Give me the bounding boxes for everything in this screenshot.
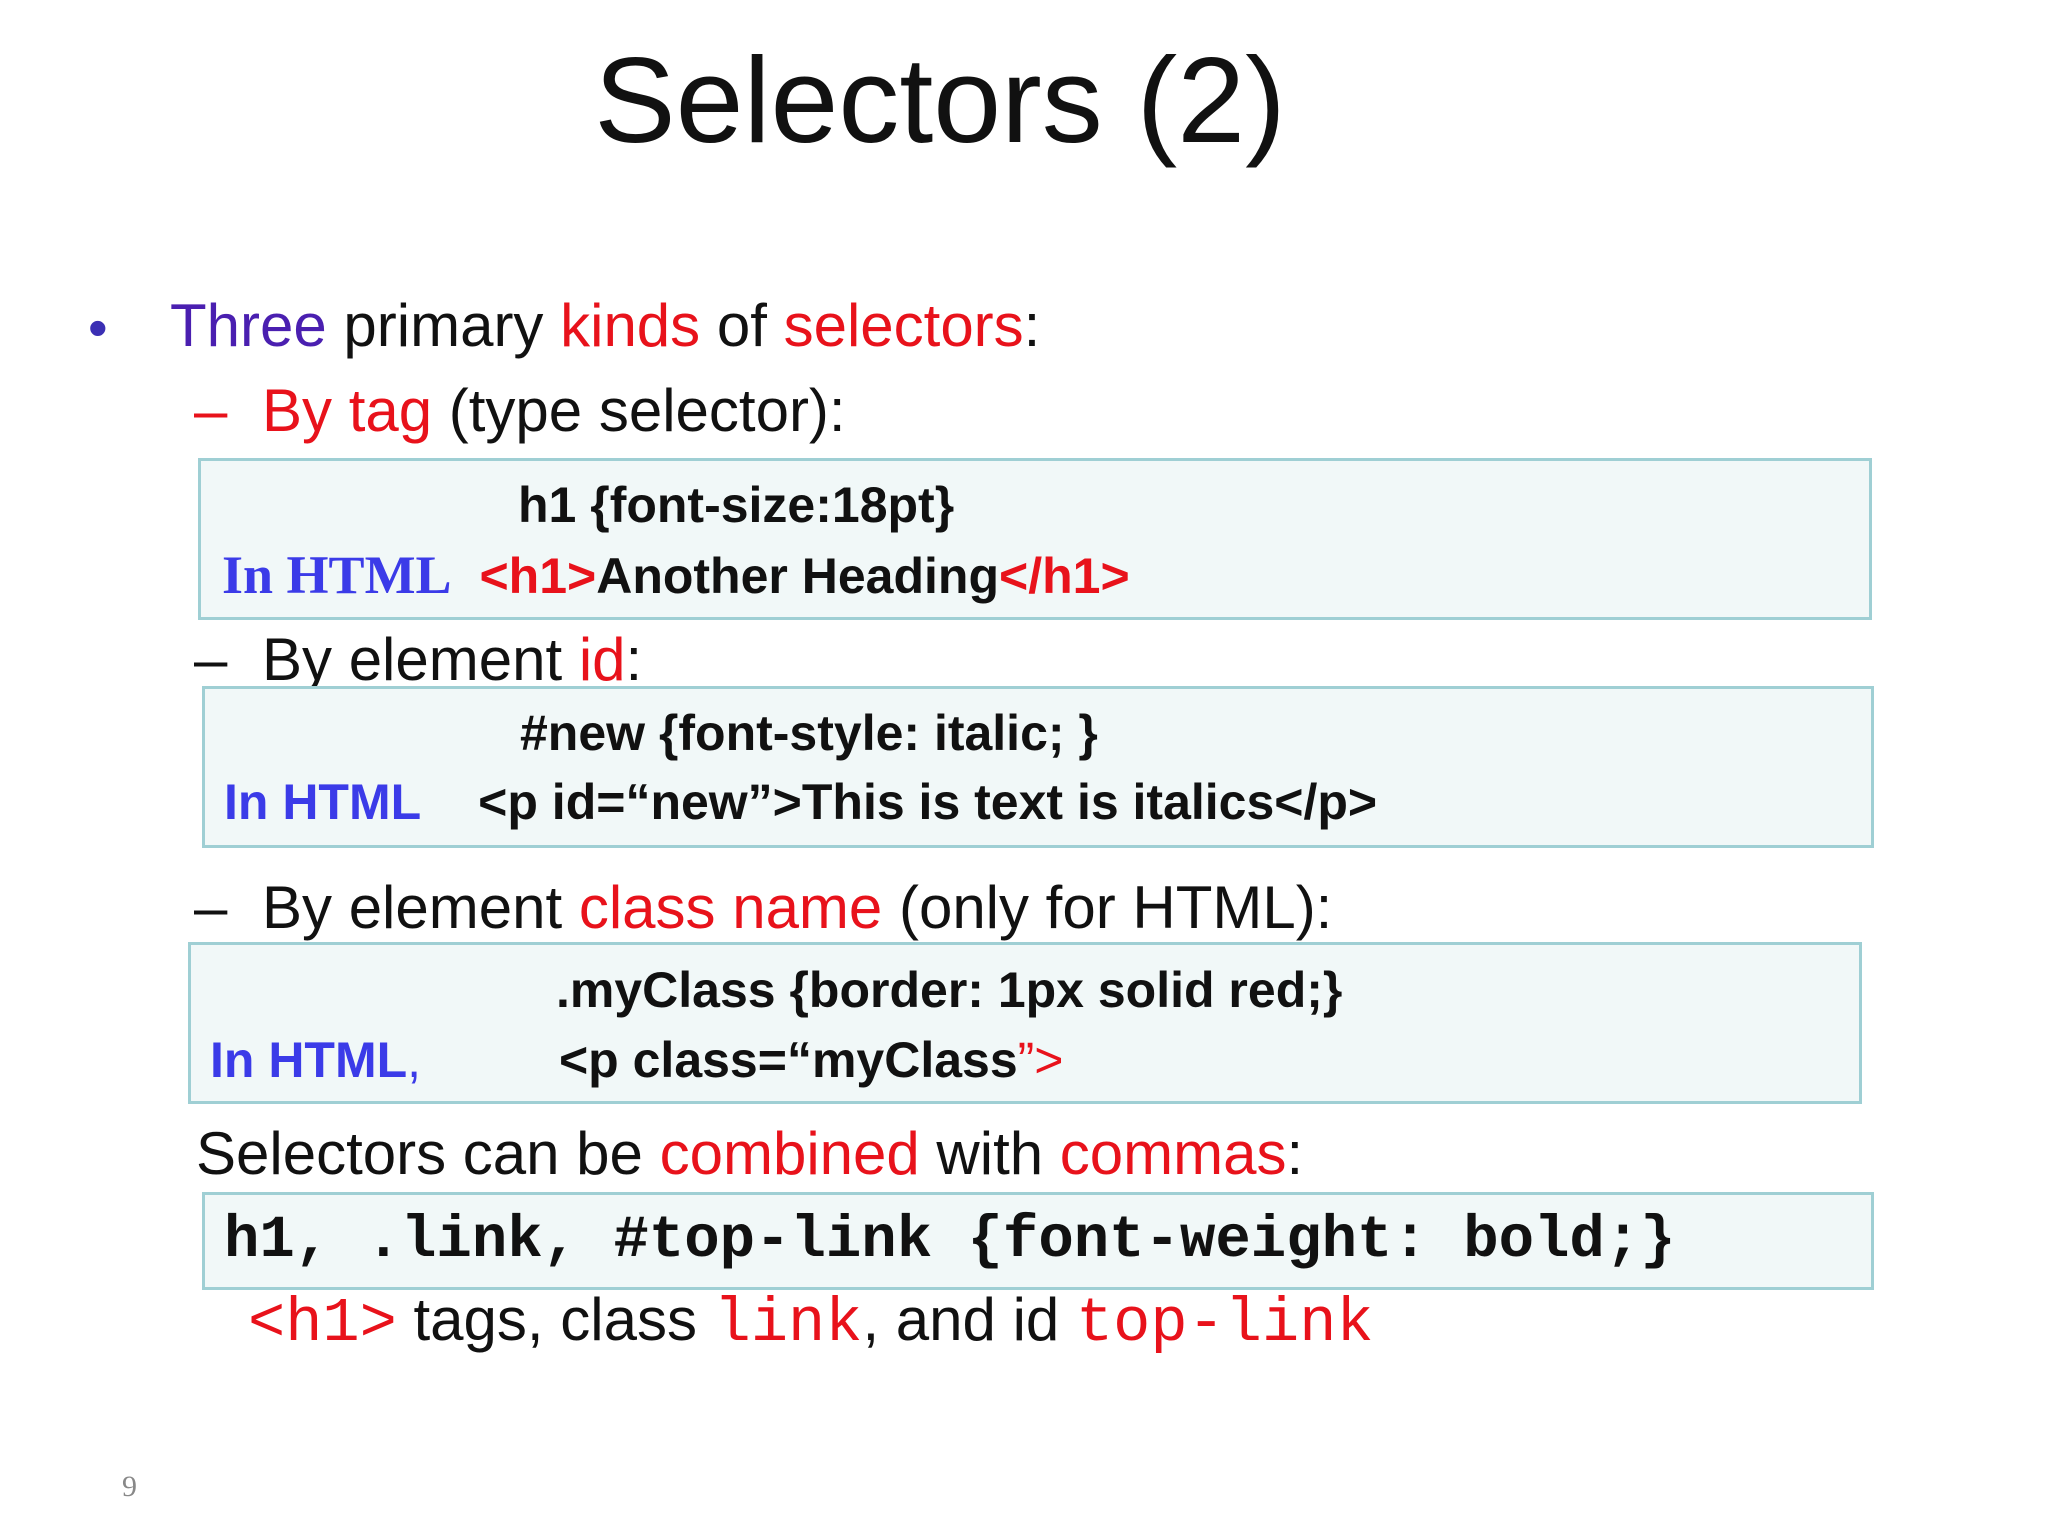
html-p-class-end: ”> [1017, 1032, 1064, 1088]
css-rule-h1: h1 {font-size:18pt} [518, 477, 955, 533]
label-type-selector: (type selector): [432, 377, 846, 444]
heading-content: Another Heading [596, 548, 1000, 604]
in-html-label: In HTML [224, 774, 421, 830]
combined-css-rule: h1, .link, #top-link {font-weight: bold;… [224, 1207, 1676, 1274]
word-kinds: kinds [560, 292, 701, 359]
slide-title: Selectors (2) [594, 32, 1286, 168]
bullet-line-primary-kinds: Three primary kinds of selectors: [170, 290, 1040, 362]
expl-text-b: , and id [862, 1286, 1076, 1353]
in-html-comma: , [407, 1032, 422, 1088]
expl-id-top-link: top-link [1075, 1288, 1374, 1359]
label-by-tag: By tag [262, 377, 433, 444]
word-three: Three [170, 292, 327, 359]
expl-class-link: link [713, 1288, 863, 1359]
html-example-h1: In HTML <h1>Another Heading</h1> [222, 545, 1130, 606]
subheading-by-class: By element class name (only for HTML): [262, 872, 1332, 944]
code-box-by-tag [198, 458, 1872, 620]
label-colon: : [625, 626, 643, 693]
label-only-for-html: (only for HTML): [882, 874, 1333, 941]
word-of: of [700, 292, 784, 359]
combined-heading: Selectors can be combined with commas: [196, 1118, 1303, 1190]
css-rule-class: .myClass {border: 1px solid red;} [556, 962, 1343, 1018]
dash-by-id: – [194, 626, 228, 693]
subheading-by-tag: By tag (type selector): [262, 375, 846, 447]
open-tag-h1: <h1> [479, 548, 597, 604]
expl-h1-tag: <h1> [248, 1288, 397, 1359]
code-box-by-id [202, 686, 1874, 848]
in-html-label: In HTML [210, 1032, 408, 1088]
dash-by-tag: – [194, 377, 228, 444]
page-number: 9 [122, 1470, 137, 1503]
html-example-class: In HTML, <p class=“myClass”> [210, 1030, 1064, 1090]
subheading-by-id: By element id: [262, 624, 642, 696]
html-example-id: In HTML <p id=“new”>This is text is ital… [224, 772, 1377, 832]
combined-text-a: Selectors can be [196, 1120, 660, 1187]
word-commas: commas [1059, 1120, 1287, 1187]
expl-text-a: tags, class [396, 1286, 714, 1353]
combined-explanation: <h1> tags, class link, and id top-link [248, 1284, 1374, 1360]
dash-by-class: – [194, 874, 228, 941]
html-p-id: <p id=“new”>This is text is italics</p> [478, 774, 1378, 830]
bullet-dot: • [88, 296, 108, 359]
label-by-element: By element [262, 626, 579, 693]
html-p-class: <p class=“myClass [558, 1032, 1018, 1088]
label-id: id [578, 626, 626, 693]
label-by-element: By element [262, 874, 579, 941]
close-tag-h1: </h1> [999, 548, 1130, 604]
word-selectors: selectors [783, 292, 1024, 359]
combined-text-with: with [919, 1120, 1060, 1187]
word-primary: primary [326, 292, 561, 359]
code-box-by-class [188, 942, 1862, 1104]
code-box-combined [202, 1192, 1874, 1290]
in-html-label: In HTML [222, 545, 452, 605]
word-colon: : [1023, 292, 1041, 359]
label-class-name: class name [578, 874, 883, 941]
css-rule-id: #new {font-style: italic; } [520, 705, 1098, 761]
combined-colon: : [1286, 1120, 1304, 1187]
word-combined: combined [659, 1120, 920, 1187]
